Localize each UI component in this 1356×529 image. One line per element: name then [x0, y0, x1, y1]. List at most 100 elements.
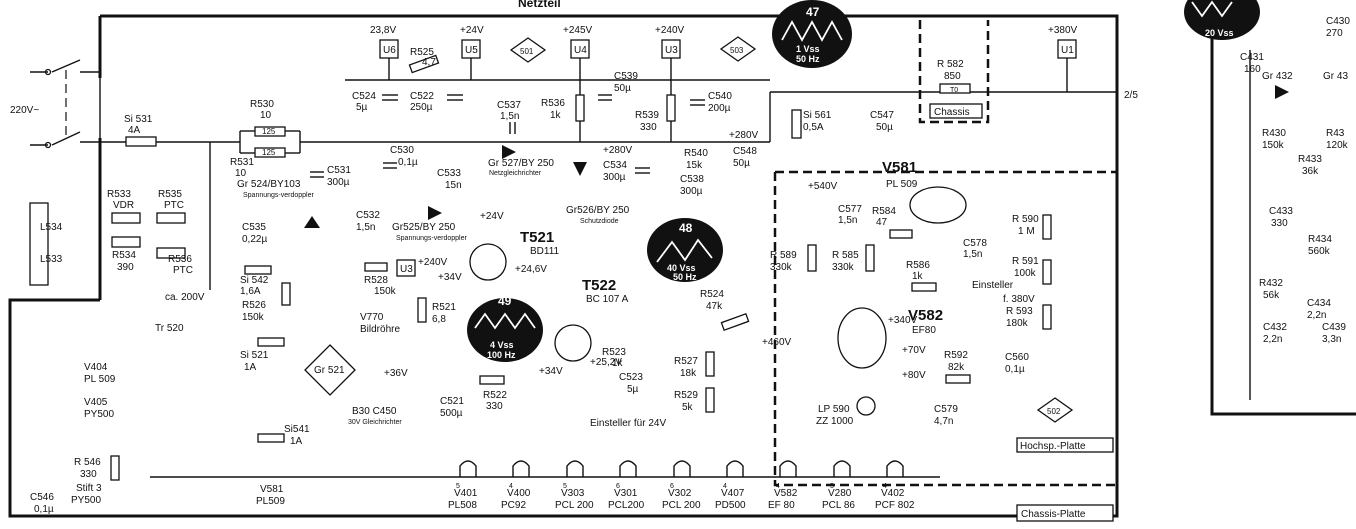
r529-label: R529 — [674, 390, 698, 401]
r584-value: 47 — [876, 217, 888, 228]
r589-value: 330k — [770, 262, 793, 273]
tp-u5: U5 — [465, 45, 478, 56]
c579-value: 4,7n — [934, 416, 953, 427]
r430-label: R430 — [1262, 128, 1286, 139]
cap-c534 — [635, 167, 650, 174]
r523-label: R523 — [602, 347, 626, 358]
tr520-label: Tr 520 — [155, 323, 184, 334]
scope-47-v: 1 Vss — [796, 44, 820, 54]
si531-value: 4A — [128, 125, 141, 136]
heater-tube-name: V407 — [721, 488, 745, 499]
r526-value: 150k — [242, 312, 265, 323]
c439-label: C439 — [1322, 322, 1346, 333]
v24: +24V — [480, 211, 504, 222]
r593-value: 180k — [1006, 318, 1029, 329]
scope-48 — [647, 218, 723, 282]
c538-label: C538 — [680, 174, 704, 185]
resistor-r522 — [479, 375, 505, 385]
heater-tube-v280 — [833, 460, 851, 477]
heater-tube-pin: 5 — [830, 483, 834, 490]
resistor-r526 — [281, 282, 291, 306]
r528-value: 150k — [374, 286, 397, 297]
r531-label: R531 — [230, 157, 254, 168]
c547-label: C547 — [870, 110, 894, 121]
r432-value: 56k — [1263, 290, 1280, 301]
resistor-r546 — [110, 455, 120, 481]
c524-value: 5µ — [356, 102, 368, 113]
hochsp-dashed — [773, 172, 1117, 487]
chassis-outline — [8, 14, 1119, 518]
gr526-note: Schutzdiode — [580, 218, 619, 225]
r539-label: R539 — [635, 110, 659, 121]
r526-label: R526 — [242, 300, 266, 311]
scope-20-v: 20 Vss — [1205, 28, 1234, 38]
scope-48-v: 40 Vss — [667, 263, 696, 273]
heater-tube-pin: 4 — [776, 483, 780, 490]
c548-value: 50µ — [733, 158, 750, 169]
v252-shown: +25,2V — [590, 357, 622, 368]
cap-c522 — [447, 94, 463, 101]
r593-label: R 593 — [1006, 306, 1033, 317]
tube-v582 — [837, 307, 887, 369]
v80: +80V — [902, 370, 926, 381]
r586-value: 1k — [912, 271, 924, 282]
r536b-type: PTC — [173, 265, 193, 276]
resistor-r534 — [111, 236, 141, 248]
heater-tube-type: PCL200 — [608, 500, 645, 511]
u3b-label: U3 — [400, 264, 413, 275]
r540-label: R540 — [684, 148, 708, 159]
b30-label: B30 C450 — [352, 406, 397, 417]
c560-value: 0,1µ — [1005, 364, 1025, 375]
heater-tube-name: V303 — [561, 488, 585, 499]
v582-type: EF80 — [912, 325, 936, 336]
r535-type: PTC — [164, 200, 184, 211]
r590-label: R 590 — [1012, 214, 1039, 225]
u5-voltage: +24V — [460, 25, 484, 36]
r531-inner: 125 — [262, 148, 276, 157]
r582-inner: T0 — [950, 87, 958, 94]
gr526-label: Gr526/BY 250 — [566, 205, 630, 216]
tube-v581 — [909, 186, 967, 224]
resistor-r591 — [1042, 259, 1052, 285]
si561-label: Si 561 — [803, 110, 832, 121]
si541-value: 1A — [290, 436, 303, 447]
gr433-label: Gr 43 — [1323, 71, 1348, 82]
mains-voltage: 220V~ — [10, 105, 39, 116]
lp590-value: ZZ 1000 — [816, 416, 854, 427]
v540: +540V — [808, 181, 838, 192]
v404-label: V404 — [84, 362, 108, 373]
resistor-r584 — [889, 229, 913, 239]
c533-value: 15n — [445, 180, 462, 191]
si541-label: Si541 — [284, 424, 310, 435]
c534-value: 300µ — [603, 172, 626, 183]
c432-label: C432 — [1263, 322, 1287, 333]
hochsp-label: Hochsp.-Platte — [1020, 441, 1086, 452]
heater-tube-pin: 6 — [670, 483, 674, 490]
d501: 501 — [520, 47, 534, 56]
r591-type: Einsteller — [972, 280, 1014, 291]
heater-tube-v582 — [779, 460, 797, 477]
u3-voltage: +240V — [655, 25, 685, 36]
v582-label: V582 — [908, 307, 943, 324]
r592-label: R592 — [944, 350, 968, 361]
diamond-502 — [1036, 397, 1074, 423]
si531-label: Si 531 — [124, 114, 153, 125]
gr525-label: Gr525/BY 250 — [392, 222, 456, 233]
bridge-gr521 — [304, 344, 356, 396]
heater-tube-v402 — [886, 460, 904, 477]
r529-value: 5k — [682, 402, 694, 413]
tp-u4: U4 — [574, 45, 587, 56]
r431-value: 120k — [1326, 140, 1349, 151]
r521-label: R521 — [432, 302, 456, 313]
heater-tube-type: PL508 — [448, 500, 477, 511]
t522-type: BC 107 A — [586, 294, 629, 305]
switch-2 — [51, 131, 81, 146]
chassis-platte-label: Chassis-Platte — [1021, 509, 1086, 520]
einst24-label: Einsteller für 24V — [590, 418, 666, 429]
heater-tube-type: PCL 200 — [662, 500, 701, 511]
heater-tube-name: V280 — [828, 488, 852, 499]
si542-label: Si 542 — [240, 275, 269, 286]
heater-tube-v407 — [726, 460, 744, 477]
tp-u6: U6 — [383, 45, 396, 56]
